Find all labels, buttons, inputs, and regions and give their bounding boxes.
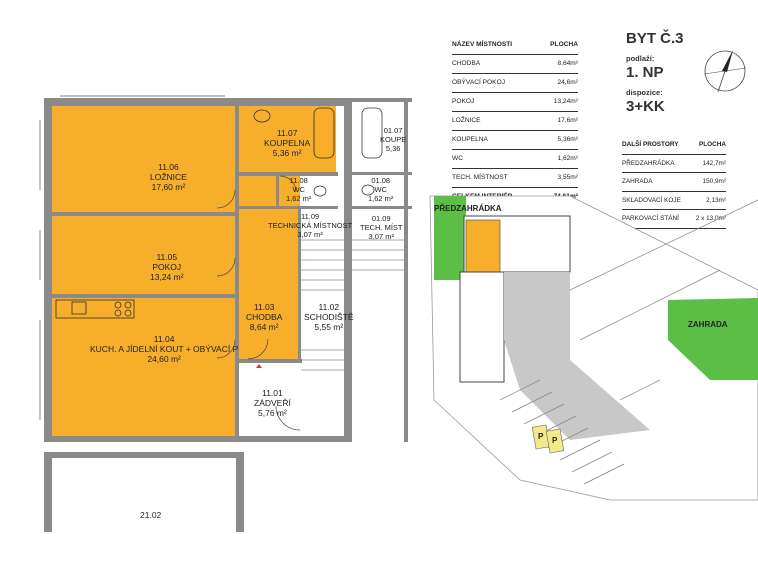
layout-value: 3+KK [626,98,665,115]
site-plan: PŘEDZAHRÁDKA ZAHRADA P P [420,180,758,510]
parking-label: P [538,432,544,441]
room-fill-loznice [52,106,235,212]
front-garden-label: PŘEDZAHRÁDKA [434,204,502,213]
north-arrow-icon [700,46,750,96]
room-fill-kuchyn [52,298,235,436]
unit-title: BYT Č.3 [626,30,684,47]
parking-label: P [552,436,558,445]
floor-plan-drawing [39,95,412,532]
site-plan-drawing [429,195,758,501]
garden-area [668,298,758,380]
layout-label: dispozice: [626,88,663,97]
floor-label: podlaží: [626,54,655,63]
room-fill-pokoj [52,216,235,294]
room-label: 21.02 [140,510,162,520]
garden-label: ZAHRADA [688,320,728,329]
front-garden-area [434,196,466,280]
floor-value: 1. NP [626,64,664,81]
